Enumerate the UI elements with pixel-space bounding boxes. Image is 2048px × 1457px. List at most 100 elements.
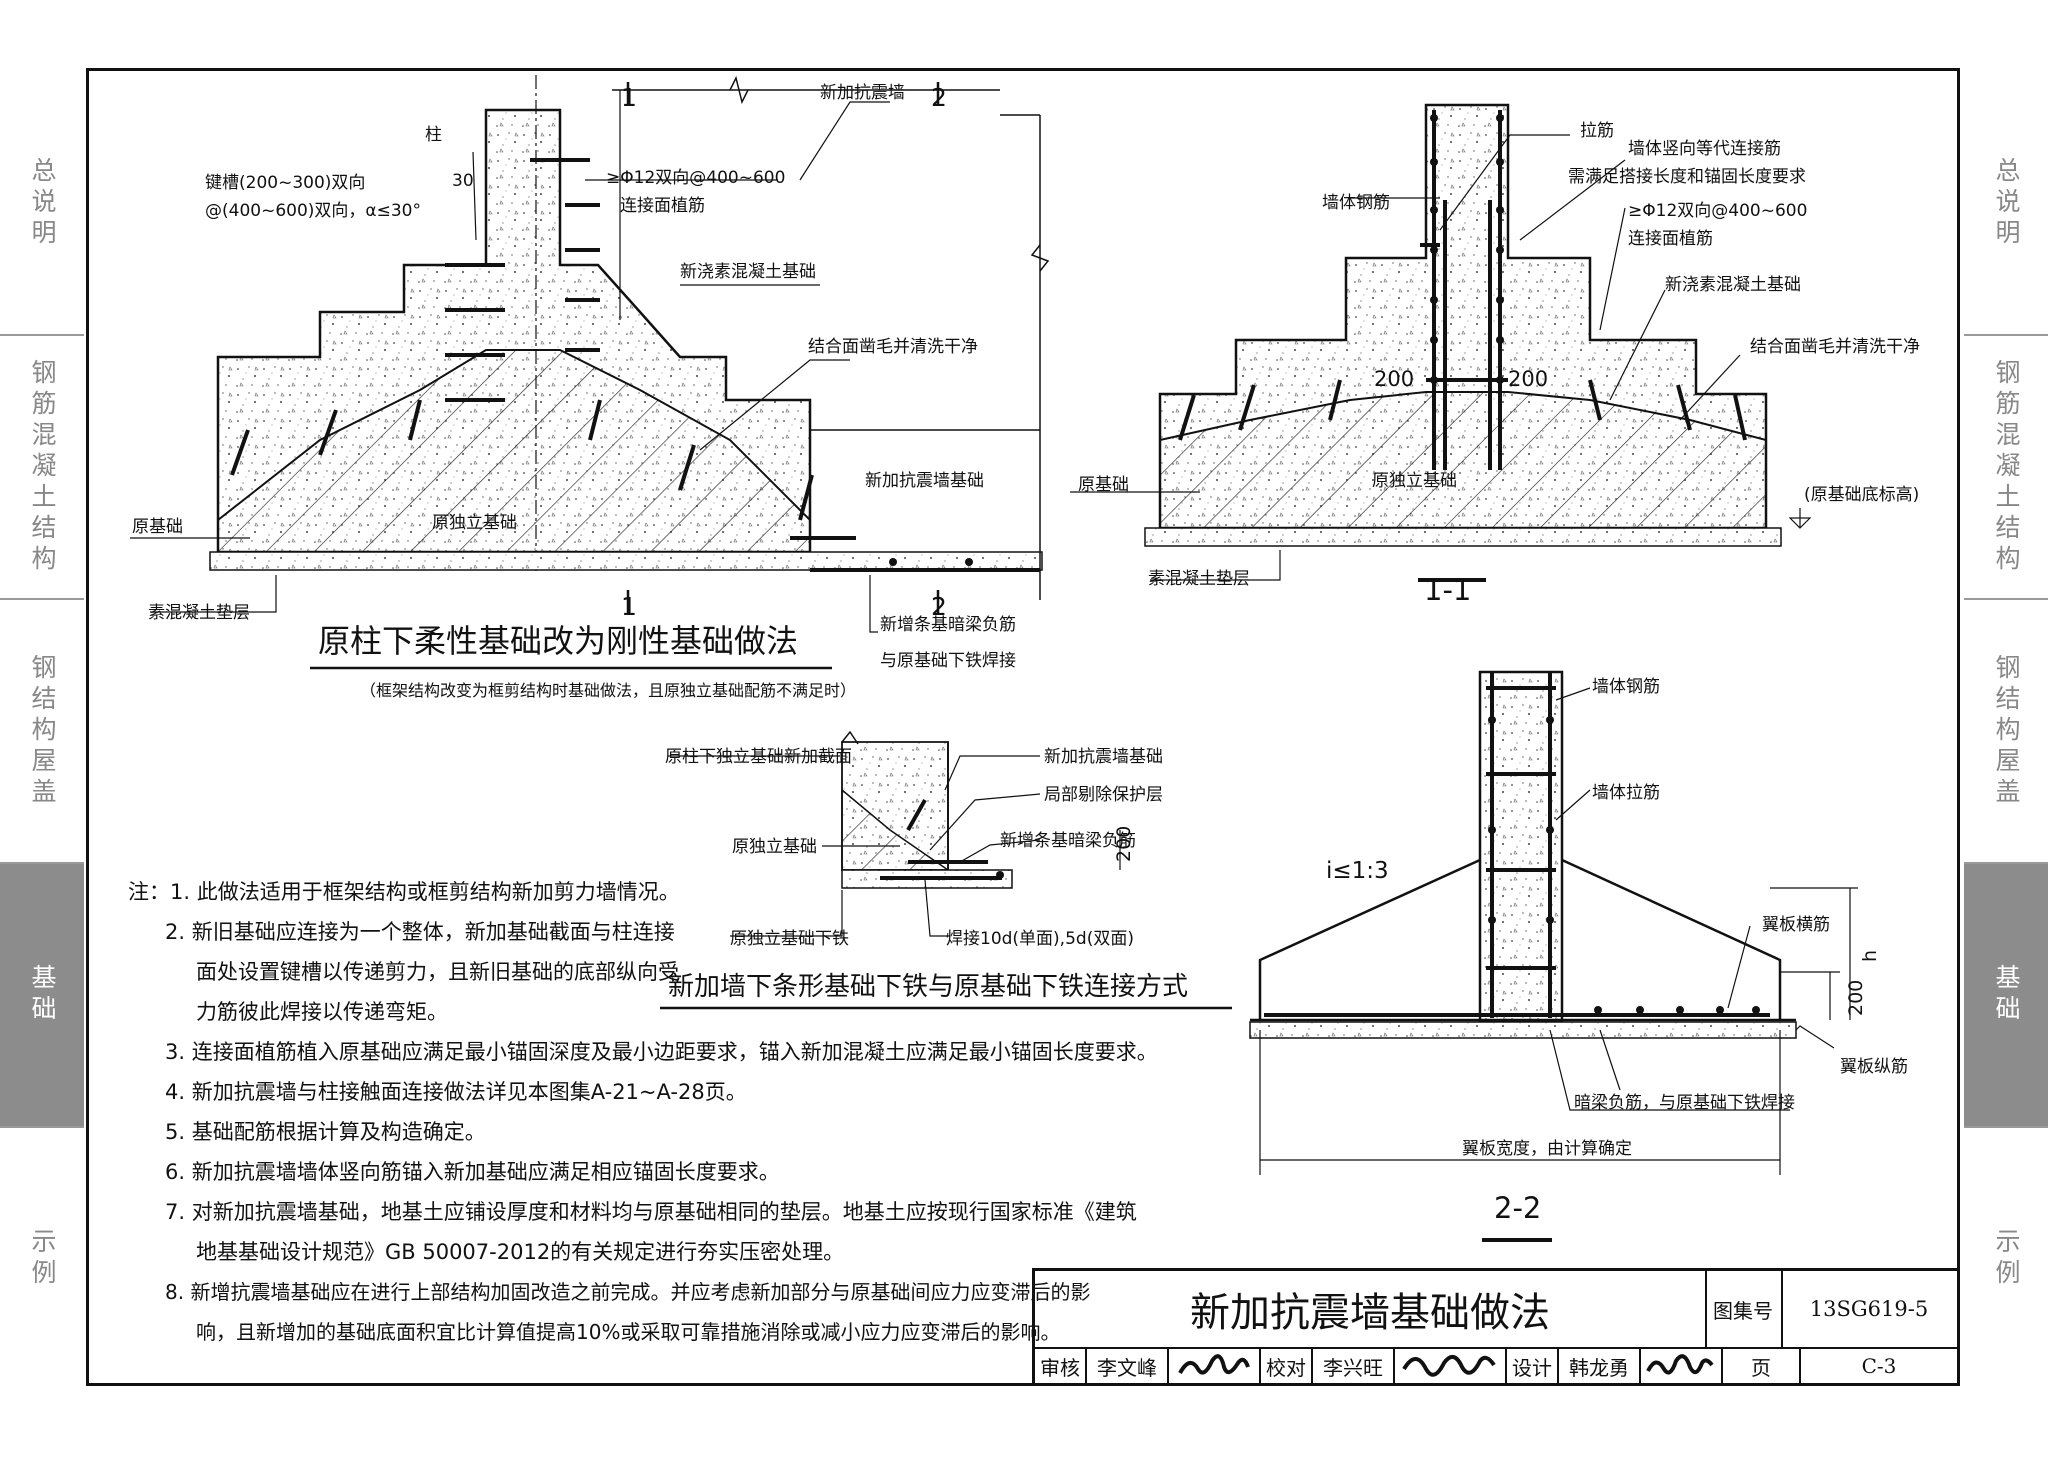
note-line: 力筋彼此焊接以传递弯矩。 (196, 1000, 448, 1024)
fig2-label-eq-1: 墙体竖向等代连接筋 (1628, 139, 1781, 159)
note-line: 7. 对新加抗震墙基础，地基土应铺设厚度和材料均与原基础相同的垫层。地基土应按现… (165, 1200, 1137, 1224)
fig1-label-new-wall: 新加抗震墙 (820, 83, 905, 103)
fig1-label-bar-2: 连接面植筋 (620, 196, 705, 216)
fig4-label-h: h (1859, 950, 1881, 962)
fig4-label-wing-trans: 翼板横筋 (1762, 915, 1830, 935)
fig4-section-2-2 (1249, 670, 1858, 1242)
fig2-label-cushion: 素混凝土垫层 (1148, 569, 1250, 589)
fig1-section-mark-2a: 2 (931, 83, 947, 112)
fig4-label-200: 200 (1845, 980, 1867, 1016)
design-label: 设计 (1507, 1347, 1559, 1385)
fig3-label-b: 新加抗震墙基础 (1044, 747, 1163, 767)
fig1-label-new-wall-found: 新加抗震墙基础 (865, 471, 984, 491)
check-label: 校对 (1261, 1347, 1313, 1385)
note-line: 4. 新加抗震墙与柱接触面连接做法详见本图集A-21~A-28页。 (165, 1080, 747, 1104)
left-tab-bar: 总说明 钢筋混凝土结构 钢结构屋盖 基础 示例 (0, 72, 84, 1390)
fig1-label-roughen: 结合面凿毛并清洗干净 (808, 337, 978, 357)
tab-rc-structure[interactable]: 钢筋混凝土结构 (1964, 336, 2048, 600)
fig3-label-d: 原独立基础 (732, 837, 817, 857)
fig3-label-c: 局部剔除保护层 (1044, 785, 1163, 805)
fig2-label-roughen: 结合面凿毛并清洗干净 (1750, 337, 1920, 357)
fig2-label-new-plain: 新浇素混凝土基础 (1665, 275, 1801, 295)
design-signature (1641, 1347, 1723, 1385)
fig2-label-wall-bar: 墙体钢筋 (1322, 193, 1390, 213)
note-line: 面处设置键槽以传递剪力，且新旧基础的底部纵向受 (196, 960, 679, 984)
fig1-label-cushion: 素混凝土垫层 (148, 603, 250, 623)
design-name: 韩龙勇 (1559, 1347, 1641, 1385)
tab-foundation[interactable]: 基础 (1964, 864, 2048, 1128)
fig1-label-new-strip-2: 与原基础下铁焊接 (880, 651, 1016, 671)
tab-foundation[interactable]: 基础 (0, 864, 84, 1128)
note-line: 8. 新增抗震墙基础应在进行上部结构加固改造之前完成。并应考虑新加部分与原基础间… (165, 1280, 1091, 1304)
tab-steel-roof[interactable]: 钢结构屋盖 (0, 600, 84, 864)
fig2-label-orig-found: 原基础 (1078, 475, 1129, 495)
fig4-label-wing-long: 翼板纵筋 (1840, 1057, 1908, 1077)
fig1-label-orig-isolated: 原独立基础 (432, 513, 517, 533)
fig1-label-new-strip-1: 新增条基暗梁负筋 (880, 615, 1016, 635)
fig2-label-tie: 拉筋 (1580, 121, 1614, 141)
note-line: 2. 新旧基础应连接为一个整体，新加基础截面与柱连接 (165, 920, 675, 944)
fig4-label-wall-bar: 墙体钢筋 (1592, 677, 1660, 697)
fig3-label-200: 200 (1113, 826, 1135, 862)
fig2-label-200b: 200 (1508, 367, 1548, 391)
fig3-title: 新加墙下条形基础下铁与原基础下铁连接方式 (668, 972, 1188, 1002)
fig3-label-f: 原独立基础下铁 (730, 929, 849, 949)
fig2-label-orig-isolated: 原独立基础 (1372, 471, 1457, 491)
atlas-label: 图集号 (1705, 1271, 1783, 1349)
note-line: 3. 连接面植筋植入原基础应满足最小锚固深度及最小边距要求，锚入新加混凝土应满足… (165, 1040, 1158, 1064)
fig1-label-30: 30 (452, 171, 474, 191)
title-block: 新加抗震墙基础做法 图集号 13SG619-5 审核 李文峰 校对 李兴旺 设计… (1032, 1268, 1960, 1386)
fig1-label-new-plain: 新浇素混凝土基础 (680, 262, 816, 282)
fig2-label-elev: (原基础底标高) (1804, 485, 1919, 505)
fig1-label-bar-1: ≥Φ12双向@400~600 (606, 168, 785, 188)
fig2-section-1-1 (1070, 103, 1812, 582)
fig3-connection-detail (668, 730, 1121, 937)
review-label: 审核 (1035, 1347, 1087, 1385)
fig2-label-200a: 200 (1374, 367, 1414, 391)
fig3-label-e: 新增条基暗梁负筋 (1000, 831, 1136, 851)
fig2-label-bar-2: 连接面植筋 (1628, 229, 1713, 249)
tab-example[interactable]: 示例 (1992, 1228, 2021, 1290)
fig1-label-key-groove-1: 键槽(200~300)双向 (205, 173, 365, 193)
fig1-section-mark-1a: 1 (621, 83, 637, 112)
page-label: 页 (1723, 1347, 1801, 1385)
fig1-foundation-section (130, 75, 1050, 633)
tab-steel-roof[interactable]: 钢结构屋盖 (1964, 600, 2048, 864)
fig2-title: 1-1 (1424, 573, 1471, 607)
right-tab-bar: 总说明 钢筋混凝土结构 钢结构屋盖 基础 示例 (1964, 72, 2048, 1390)
fig1-label-orig-found: 原基础 (132, 517, 183, 537)
tab-example[interactable]: 示例 (28, 1228, 57, 1290)
fig4-label-wall-tie: 墙体拉筋 (1592, 783, 1660, 803)
fig2-label-eq-2: 需满足搭接长度和锚固长度要求 (1568, 167, 1806, 187)
fig1-subtitle: （框架结构改变为框剪结构时基础做法，且原独立基础配筋不满足时） (360, 681, 856, 700)
fig1-section-mark-2b: 2 (931, 592, 947, 621)
fig4-label-beam: 暗梁负筋，与原基础下铁焊接 (1574, 1093, 1795, 1113)
tab-general[interactable]: 总说明 (1964, 72, 2048, 336)
fig1-label-key-groove-2: @(400~600)双向，α≤30° (205, 201, 421, 221)
note-line: 5. 基础配筋根据计算及构造确定。 (165, 1120, 486, 1144)
note-line: 6. 新加抗震墙墙体竖向筋锚入新加基础应满足相应锚固长度要求。 (165, 1160, 780, 1184)
tab-rc-structure[interactable]: 钢筋混凝土结构 (0, 336, 84, 600)
fig1-title: 原柱下柔性基础改为刚性基础做法 (318, 622, 798, 660)
atlas-number: 13SG619-5 (1781, 1271, 1957, 1349)
note-line: 注：1. 此做法适用于框架结构或框剪结构新加剪力墙情况。 (128, 880, 680, 904)
fig4-label-width: 翼板宽度，由计算确定 (1462, 1139, 1632, 1159)
review-name: 李文峰 (1087, 1347, 1169, 1385)
tab-general[interactable]: 总说明 (0, 72, 84, 336)
drawing-frame (86, 68, 1960, 1386)
fig3-label-a: 原柱下独立基础新加截面 (665, 747, 852, 767)
note-line: 地基基础设计规范》GB 50007-2012的有关规定进行夯实压密处理。 (196, 1240, 845, 1264)
fig4-title: 2-2 (1494, 1191, 1541, 1225)
fig1-label-column: 柱 (425, 125, 442, 145)
fig3-label-g: 焊接10d(单面),5d(双面) (946, 929, 1134, 949)
page-number: C-3 (1861, 1354, 1897, 1378)
review-signature (1169, 1347, 1261, 1385)
drawing-title: 新加抗震墙基础做法 (1035, 1271, 1707, 1349)
fig1-section-mark-1b: 1 (621, 592, 637, 621)
check-name: 李兴旺 (1313, 1347, 1395, 1385)
check-signature (1395, 1347, 1507, 1385)
fig4-label-slope: i≤1:3 (1326, 858, 1389, 884)
note-line: 响，且新增加的基础底面积宜比计算值提高10%或采取可靠措施消除或减小应力应变滞后… (196, 1320, 1061, 1344)
fig2-label-bar-1: ≥Φ12双向@400~600 (1628, 201, 1807, 221)
